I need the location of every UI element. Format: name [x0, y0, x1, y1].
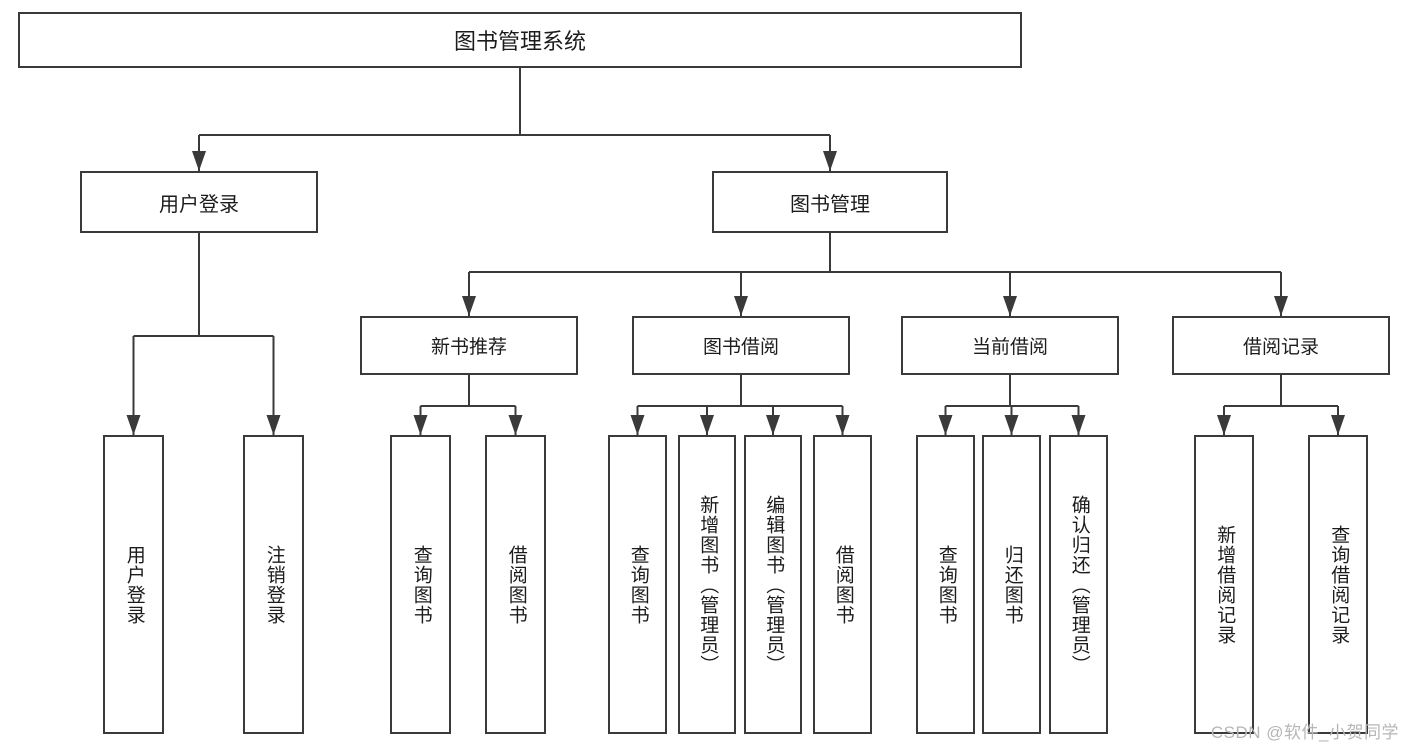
node-bookmgmt[interactable]: 图书管理: [712, 171, 948, 233]
node-label: 查询图书: [935, 544, 957, 625]
node-l-confirm[interactable]: 确认归还（管理员）: [1049, 435, 1108, 734]
node-label: 图书管理系统: [453, 29, 586, 54]
node-l-return[interactable]: 归还图书: [982, 435, 1041, 734]
node-label: 新书推荐: [430, 337, 507, 358]
node-login[interactable]: 用户登录: [80, 171, 318, 233]
node-l-query1[interactable]: 查询图书: [390, 435, 451, 734]
node-label: 新增图书（管理员）: [697, 494, 719, 675]
node-newrec[interactable]: 新书推荐: [360, 316, 578, 375]
node-l-queryrec[interactable]: 查询借阅记录: [1308, 435, 1368, 734]
node-l-query2[interactable]: 查询图书: [608, 435, 667, 734]
node-l-query3[interactable]: 查询图书: [916, 435, 975, 734]
node-label: 借阅图书: [505, 544, 527, 625]
node-label: 归还图书: [1001, 544, 1023, 625]
node-label: 借阅记录: [1242, 337, 1319, 358]
node-label: 确认归还（管理员）: [1068, 494, 1090, 675]
node-label: 注销登录: [263, 544, 285, 625]
watermark: CSDN @软件_小贺同学: [1210, 723, 1399, 742]
node-l-edit[interactable]: 编辑图书（管理员）: [744, 435, 802, 734]
node-label: 图书管理: [790, 193, 870, 216]
node-l-borrow1[interactable]: 借阅图书: [485, 435, 546, 734]
node-l-login[interactable]: 用户登录: [103, 435, 164, 734]
node-label: 查询图书: [410, 544, 432, 625]
node-label: 编辑图书（管理员）: [763, 494, 785, 675]
node-current[interactable]: 当前借阅: [901, 316, 1119, 375]
node-label: 当前借阅: [971, 337, 1048, 358]
node-label: 借阅图书: [832, 544, 854, 625]
node-records[interactable]: 借阅记录: [1172, 316, 1390, 375]
node-label: 用户登录: [159, 193, 239, 216]
node-label: 查询借阅记录: [1328, 524, 1350, 645]
node-label: 用户登录: [123, 544, 145, 625]
node-label: 新增借阅记录: [1214, 524, 1236, 645]
node-l-logout[interactable]: 注销登录: [243, 435, 304, 734]
node-label: 图书借阅: [702, 337, 779, 358]
node-l-borrow2[interactable]: 借阅图书: [813, 435, 872, 734]
node-l-addrec[interactable]: 新增借阅记录: [1194, 435, 1254, 734]
node-l-add[interactable]: 新增图书（管理员）: [678, 435, 736, 734]
node-label: 查询图书: [627, 544, 649, 625]
node-root[interactable]: 图书管理系统: [18, 12, 1022, 68]
node-borrow[interactable]: 图书借阅: [632, 316, 850, 375]
